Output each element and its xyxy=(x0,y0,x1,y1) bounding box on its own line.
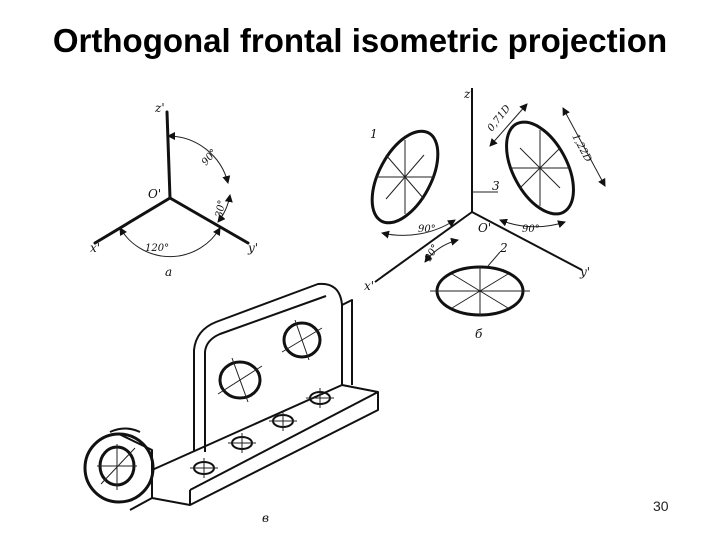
dim-minor-line xyxy=(489,103,528,147)
caption-b: б xyxy=(475,327,483,341)
boss-top-edge xyxy=(109,427,141,433)
label-angle-90: 90° xyxy=(200,147,220,168)
label-ellipse-3: 3 xyxy=(492,179,500,193)
boss-side xyxy=(118,433,153,511)
vertical-plate-front xyxy=(193,282,343,452)
label-angle-left: 90° xyxy=(418,224,436,235)
arc-120 xyxy=(119,227,221,258)
arc-right-90 xyxy=(499,218,566,228)
label-x: x' xyxy=(90,241,100,255)
label-angle-120: 120° xyxy=(145,243,169,254)
axis-y-line-b xyxy=(471,211,583,271)
label-ellipse-1: 1 xyxy=(370,127,378,141)
vertical-plate-inner-edge xyxy=(204,295,327,452)
page-number: 30 xyxy=(653,498,669,514)
arc-bottom-90 xyxy=(424,237,459,263)
plate-hole-left xyxy=(218,360,262,400)
hole-centerline xyxy=(231,357,249,403)
label-y-b: y' xyxy=(579,265,590,279)
label-origin: O' xyxy=(148,187,161,201)
ellipse-2-diameter xyxy=(451,273,509,309)
axis-z-line xyxy=(165,110,172,200)
vertical-plate-side xyxy=(341,299,353,385)
label-y: y' xyxy=(247,241,258,255)
diagram-c-part: в xyxy=(83,282,379,525)
label-z: z' xyxy=(154,101,165,115)
ellipse-1-diameter xyxy=(385,154,425,200)
label-z-b: z' xyxy=(463,87,474,101)
boss-outer-circle xyxy=(83,432,155,504)
axis-x-line xyxy=(93,196,172,245)
label-origin-b: O' xyxy=(478,221,491,235)
label-angle-30: 30° xyxy=(214,199,228,218)
caption-a: а xyxy=(165,265,172,279)
diagram-a-axes: z' x' y' O' 90° 30° 120° а xyxy=(90,101,258,279)
diagram-b-ellipses: z' x' y' O' 1 3 0,71D 1,22D 90° 90° 90° xyxy=(364,87,606,341)
slide-title: Orthogonal frontal isometric projection xyxy=(52,22,668,59)
dim-major-line xyxy=(562,107,606,187)
label-dim-major: 1,22D xyxy=(569,132,593,164)
base-plate-top-front-edge xyxy=(189,391,379,491)
axis-y-line xyxy=(168,196,250,245)
ellipse-2-leader xyxy=(487,251,501,267)
ellipse-3-diameter xyxy=(519,147,561,189)
label-ellipse-2: 2 xyxy=(499,241,508,255)
arc-30 xyxy=(217,194,233,223)
caption-c: в xyxy=(262,511,269,525)
label-x-b: x' xyxy=(364,279,374,293)
label-angle-right: 90° xyxy=(522,224,540,235)
base-holes xyxy=(190,388,334,478)
hole-centerline xyxy=(294,319,310,361)
boss-centerline xyxy=(100,447,136,485)
base-plate xyxy=(151,384,379,506)
arc-left-90 xyxy=(381,219,456,239)
arc-90 xyxy=(167,132,231,184)
plate-hole-right xyxy=(282,321,322,359)
